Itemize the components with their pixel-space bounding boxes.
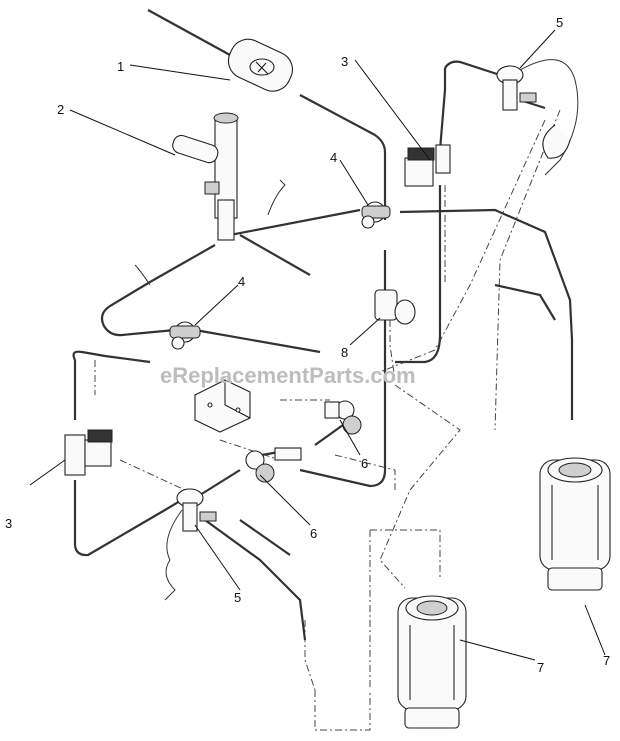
connection-lines <box>94 109 561 731</box>
callout-5-upper: 5 <box>556 15 563 30</box>
canister-part-7-center <box>397 595 467 729</box>
callout-7-right: 7 <box>603 653 610 668</box>
callout-2: 2 <box>57 102 64 117</box>
callout-3-upper: 3 <box>341 54 348 69</box>
canister-part-7-right <box>539 457 611 591</box>
watermark: eReplacementParts.com <box>160 363 416 388</box>
callout-6-lower: 6 <box>310 526 317 541</box>
callout-4-lower: 4 <box>238 274 245 289</box>
callouts: 1 2 3 3 4 4 5 5 6 6 7 7 8 <box>5 15 610 675</box>
float-valve-part-5-upper <box>496 59 579 176</box>
check-valve-part-4-lower <box>169 321 201 350</box>
callout-8: 8 <box>341 345 348 360</box>
solenoid-part-3-upper <box>404 144 451 187</box>
fitting-part-8 <box>374 289 416 325</box>
leader-lines <box>29 29 606 661</box>
wire-lead-upper <box>267 179 286 216</box>
callout-1: 1 <box>117 59 124 74</box>
solenoid-part-3-lower <box>64 429 113 476</box>
callout-3-lower: 3 <box>5 516 12 531</box>
callout-5-lower: 5 <box>234 590 241 605</box>
needle-valve-part-6-upper <box>324 400 362 435</box>
valve-body-part-2 <box>172 112 239 241</box>
mounting-bracket <box>194 379 251 433</box>
callout-7-center: 7 <box>537 660 544 675</box>
check-valve-part-4-upper <box>361 201 391 229</box>
needle-valve-part-6-lower <box>245 447 302 483</box>
float-valve-part-5-lower <box>164 488 217 601</box>
callout-4-upper: 4 <box>330 150 337 165</box>
tubing <box>72 9 574 641</box>
strainer-part-1 <box>227 38 293 92</box>
callout-6-upper: 6 <box>361 456 368 471</box>
wire-lead-left <box>134 264 151 286</box>
